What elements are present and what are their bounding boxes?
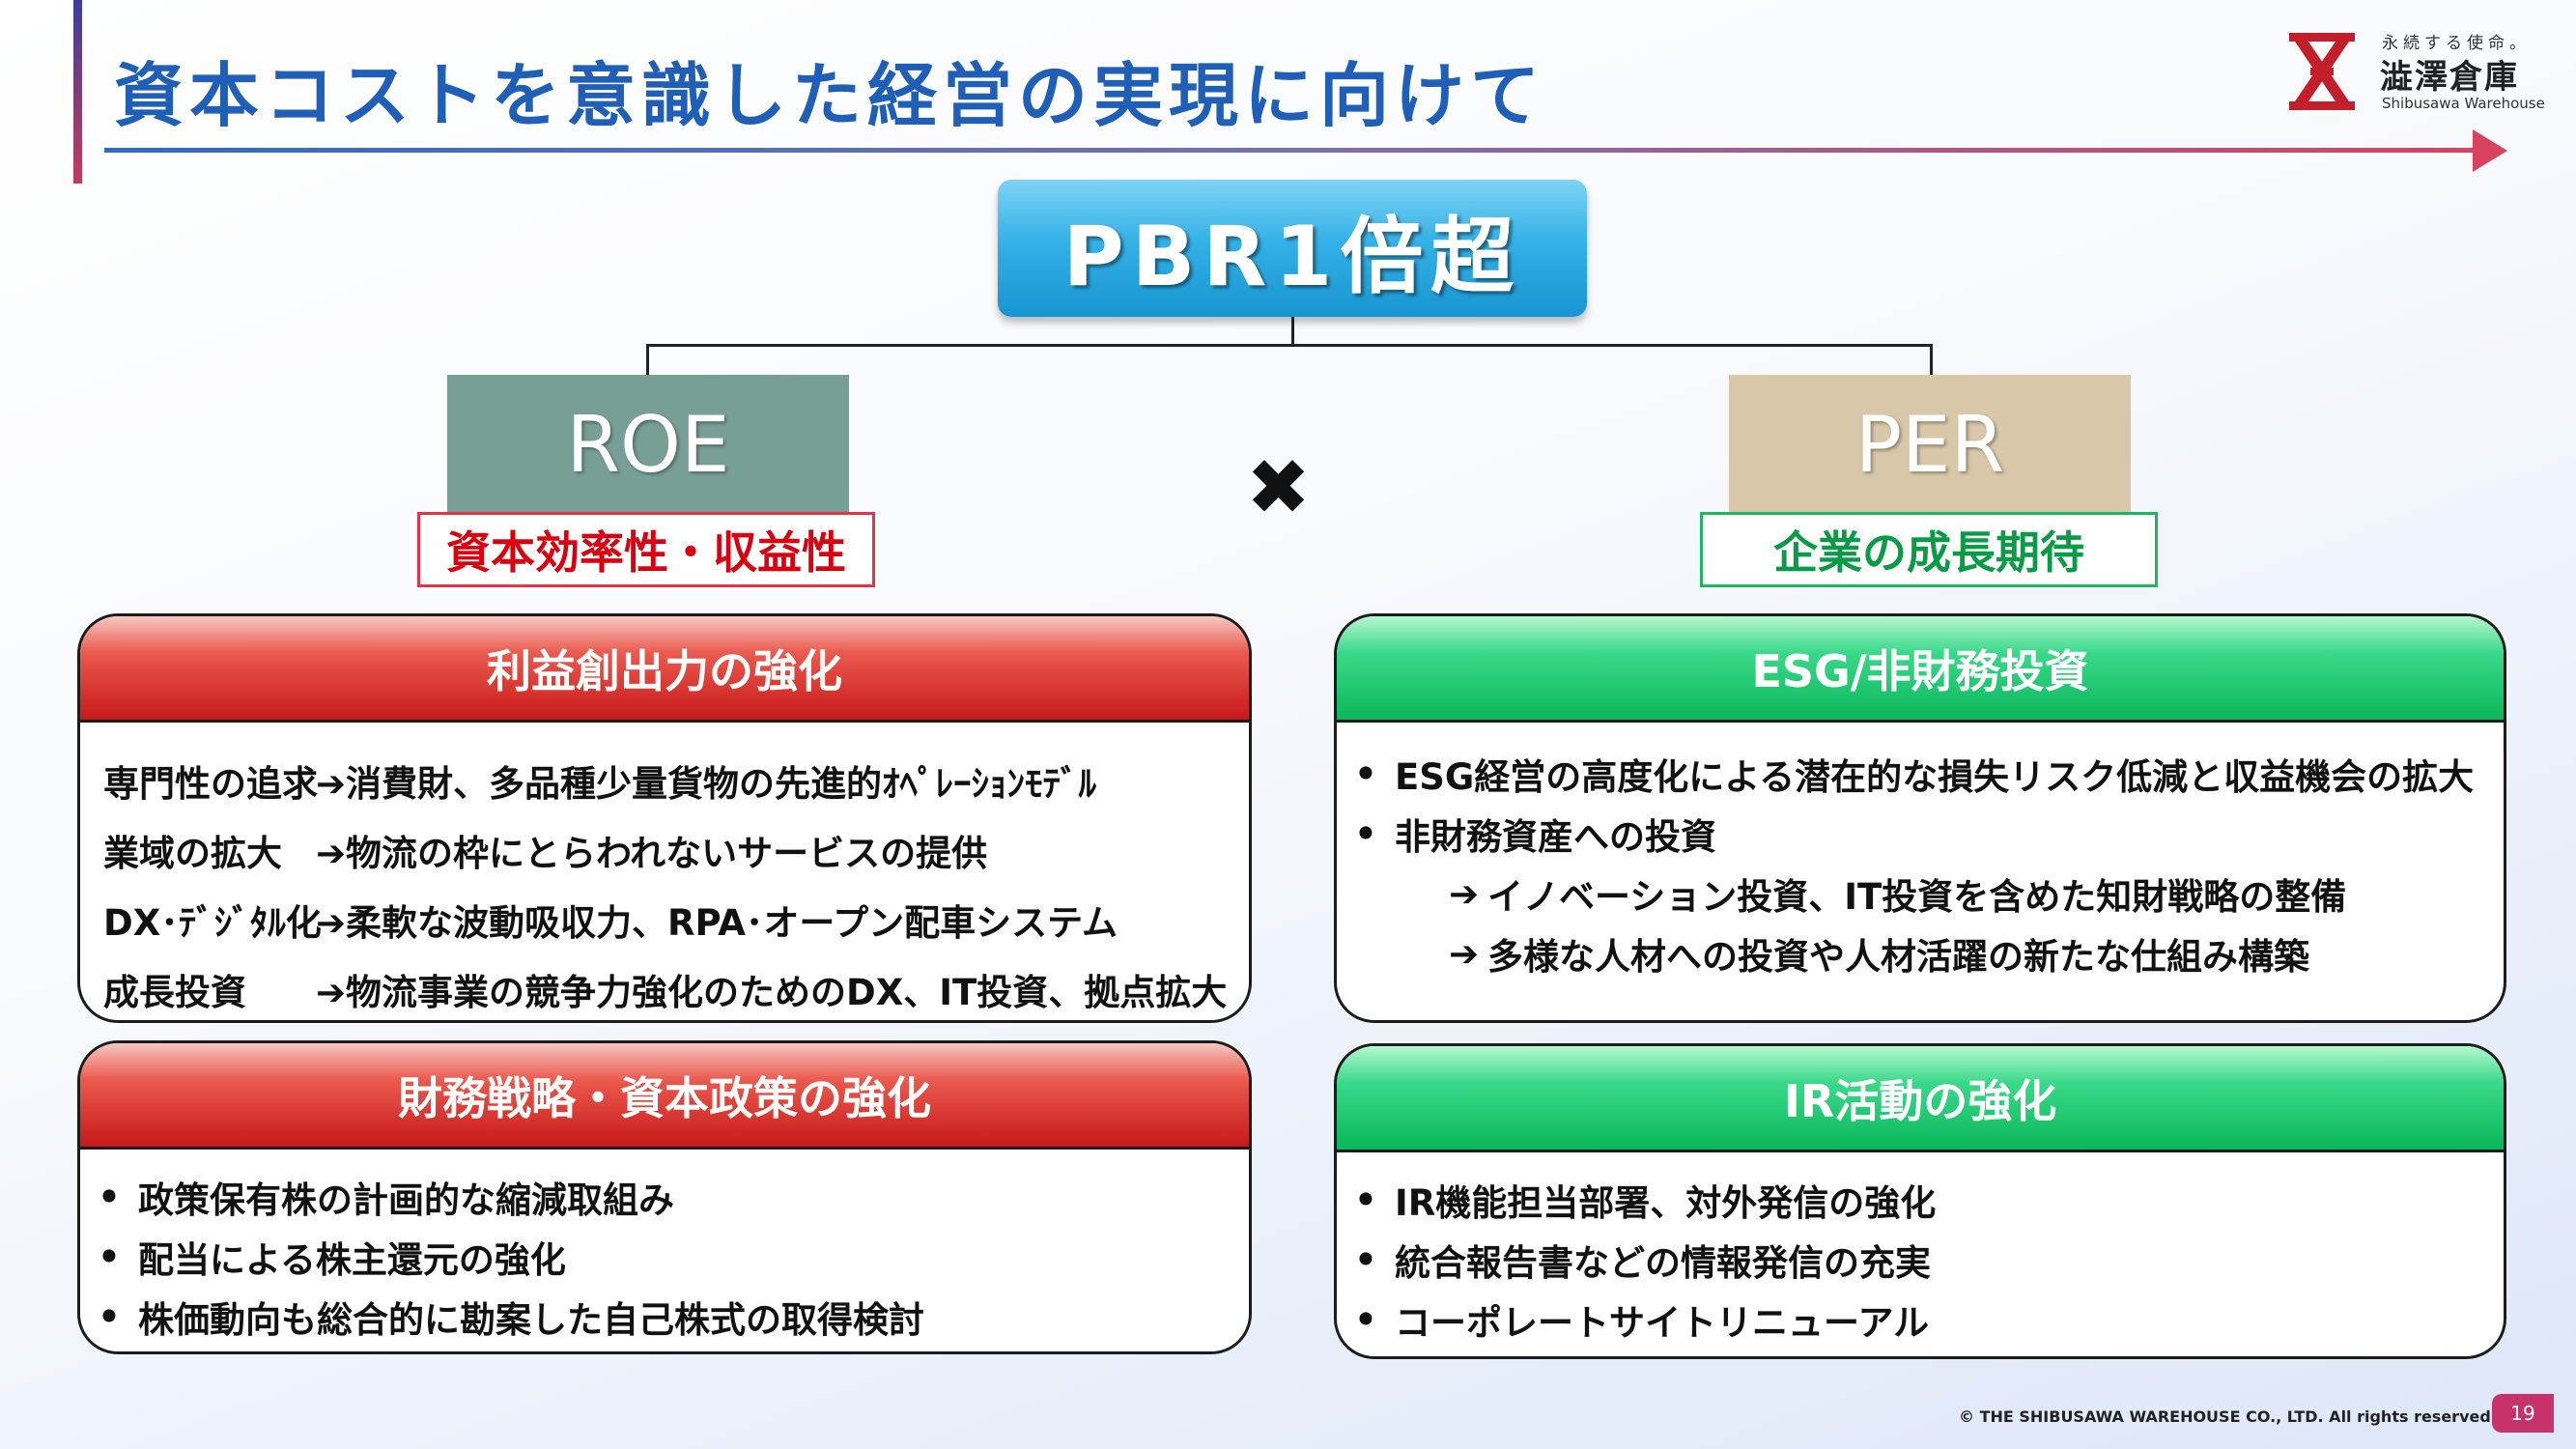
bullet-icon: • (98, 1236, 121, 1278)
finance-panel: 財務戦略・資本政策の強化 • 政策保有株の計画的な縮減取組み • 配当による株主… (77, 1040, 1252, 1354)
title-underline (104, 148, 2488, 153)
sub-bullet-text: イノベーション投資、IT投資を含めた知財戦略の整備 (1487, 876, 2347, 918)
arrow-icon: ➔ (1449, 932, 1480, 975)
list-item: 成長投資 ➔物流事業の競争力強化のためのDX、IT投資、拠点拡大 (80, 954, 1249, 1020)
list-item: • 政策保有株の計画的な縮減取組み (80, 1167, 1249, 1227)
arrow-head-icon (2473, 129, 2507, 172)
row-value: ➔物流の枠にとらわれないサービスの提供 (316, 833, 988, 874)
bullet-text: ESG経営の高度化による潜在的な損失リスク低減と収益機会の拡大 (1395, 756, 2475, 798)
ir-panel: IR活動の強化 • IR機能担当部署、対外発信の強化 • 統合報告書などの情報発… (1334, 1043, 2506, 1359)
logo-name: 澁澤倉庫 (2380, 58, 2519, 97)
row-key: 専門性の追求 (103, 763, 318, 805)
logo-tagline: 永続する使命。 (2382, 34, 2531, 53)
row-value: ➔物流事業の競争力強化のためのDX、IT投資、拠点拡大 (316, 972, 1228, 1013)
finance-panel-title: 財務戦略・資本政策の強化 (80, 1043, 1249, 1150)
roe-sublabel: 資本効率性・収益性 (417, 512, 875, 587)
ir-panel-title: IR活動の強化 (1337, 1046, 2504, 1152)
pbr-box: PBR1倍超 (998, 180, 1587, 317)
list-item: 業域の拡大 ➔物流の枠にとらわれないサービスの提供 (80, 815, 1249, 885)
profit-panel: 利益創出力の強化 専門性の追求 ➔消費財、多品種少量貨物の先進的ｵﾍﾟﾚｰｼｮﾝ… (77, 613, 1252, 1023)
list-item: • 配当による株主還元の強化 (80, 1227, 1249, 1287)
copyright-text: © THE SHIBUSAWA WAREHOUSE CO., LTD. All … (1959, 1407, 2497, 1426)
list-item: • コーポレートサイトリニューアル (1337, 1290, 2504, 1350)
roe-box: ROE (447, 375, 849, 515)
bullet-text: 株価動向も総合的に勘案した自己株式の取得検討 (138, 1299, 924, 1341)
list-item: • ESG経営の高度化による潜在的な損失リスク低減と収益機会の拡大 (1337, 744, 2504, 804)
list-item: 専門性の追求 ➔消費財、多品種少量貨物の先進的ｵﾍﾟﾚｰｼｮﾝﾓﾃﾞﾙ (80, 746, 1249, 815)
row-key: 業域の拡大 (103, 833, 282, 874)
arrow-icon: ➔ (1449, 872, 1480, 915)
per-box: PER (1729, 375, 2131, 515)
per-label: PER (1854, 400, 2005, 490)
esg-panel: ESG/非財務投資 • ESG経営の高度化による潜在的な損失リスク低減と収益機会… (1334, 613, 2506, 1023)
bullet-text: 統合報告書などの情報発信の充実 (1395, 1242, 1931, 1284)
bullet-icon: • (1354, 753, 1377, 795)
company-logo-icon (2289, 33, 2355, 110)
esg-panel-title: ESG/非財務投資 (1337, 616, 2504, 723)
roe-label: ROE (566, 400, 730, 490)
bullet-icon: • (1354, 812, 1377, 855)
list-item: • 非財務資産への投資 (1337, 804, 2504, 864)
list-item: DX･ﾃﾞｼﾞﾀﾙ化 ➔柔軟な波動吸収力、RPA･オープン配車システム (80, 885, 1249, 954)
list-item: • 株価動向も総合的に勘案した自己株式の取得検討 (80, 1287, 1249, 1347)
multiply-icon: ✖ (1246, 442, 1312, 532)
bullet-text: 配当による株主還元の強化 (138, 1239, 566, 1281)
row-key: DX･ﾃﾞｼﾞﾀﾙ化 (103, 902, 322, 944)
bullet-icon: • (98, 1295, 121, 1338)
header-accent-bar (73, 0, 82, 184)
bullet-text: 政策保有株の計画的な縮減取組み (138, 1179, 674, 1221)
sub-bullet-text: 多様な人材への投資や人材活躍の新たな仕組み構築 (1487, 936, 2309, 978)
per-sublabel: 企業の成長期待 (1700, 512, 2158, 587)
profit-panel-title: 利益創出力の強化 (80, 616, 1249, 723)
list-item: ➔ 多様な人材への投資や人材活躍の新たな仕組み構築 (1337, 923, 2504, 983)
bullet-icon: • (98, 1176, 121, 1218)
bullet-text: IR機能担当部署、対外発信の強化 (1395, 1182, 1937, 1224)
connector-line (646, 344, 1933, 347)
bullet-icon: • (1354, 1179, 1377, 1221)
page-title: 資本コストを意識した経営の実現に向けて (114, 55, 1546, 136)
row-value: ➔柔軟な波動吸収力、RPA･オープン配車システム (316, 902, 1118, 944)
connector-line (1291, 317, 1294, 346)
list-item: ➔ イノベーション投資、IT投資を含めた知財戦略の整備 (1337, 864, 2504, 923)
connector-line (1930, 344, 1933, 377)
connector-line (646, 344, 649, 377)
list-item: • 統合報告書などの情報発信の充実 (1337, 1230, 2504, 1290)
row-key: 成長投資 (103, 972, 246, 1013)
row-value: ➔消費財、多品種少量貨物の先進的ｵﾍﾟﾚｰｼｮﾝﾓﾃﾞﾙ (316, 763, 1097, 805)
pbr-label: PBR1倍超 (1062, 208, 1522, 305)
bullet-text: 非財務資産への投資 (1395, 816, 1716, 858)
bullet-text: コーポレートサイトリニューアル (1395, 1302, 1930, 1344)
page-number: 19 (2492, 1394, 2554, 1433)
bullet-icon: • (1354, 1238, 1377, 1281)
list-item: • IR機能担当部署、対外発信の強化 (1337, 1170, 2504, 1230)
logo-name-en: Shibusawa Warehouse (2382, 95, 2545, 112)
bullet-icon: • (1354, 1298, 1377, 1341)
